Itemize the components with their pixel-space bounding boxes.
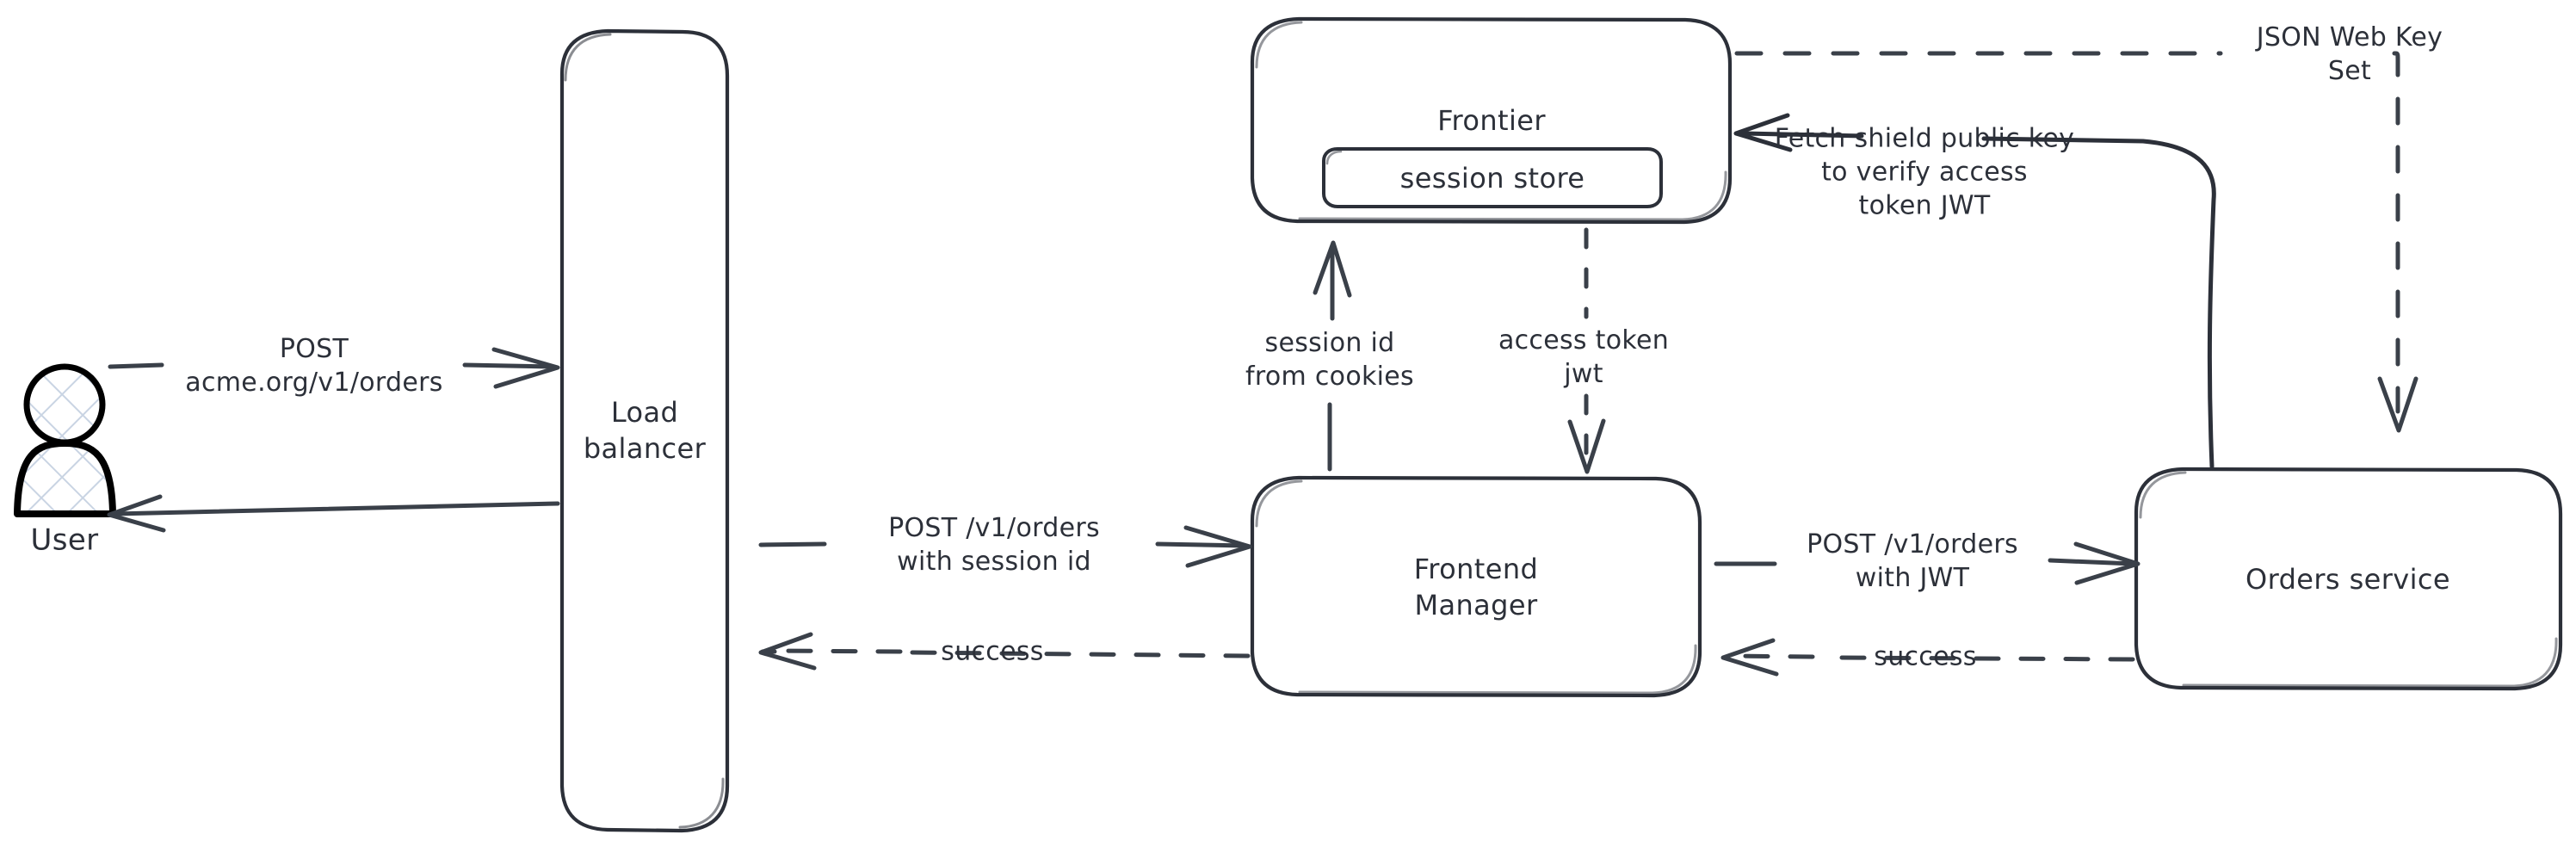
edge-user-to-lb: [108, 347, 560, 389]
edge-frontier-to-orders-jwks: [1734, 51, 2418, 433]
node-session-store[interactable]: [1322, 147, 1663, 208]
user-actor-icon: [14, 363, 116, 517]
edge-fm-to-frontier: [1313, 240, 1352, 472]
node-load-balancer[interactable]: [559, 28, 730, 833]
edge-fm-to-lb-success: [758, 632, 1251, 671]
edge-orders-to-fm-success: [1720, 638, 2135, 677]
edge-lb-to-user: [107, 494, 560, 533]
edge-fm-to-orders: [1714, 541, 2140, 585]
edge-orders-to-frontier-fetch: [1733, 113, 2216, 469]
edge-frontier-to-fm: [1567, 227, 1606, 474]
node-frontend-manager[interactable]: [1250, 475, 1702, 698]
node-orders-service[interactable]: [2134, 467, 2563, 691]
edge-lb-to-fm: [758, 525, 1252, 568]
